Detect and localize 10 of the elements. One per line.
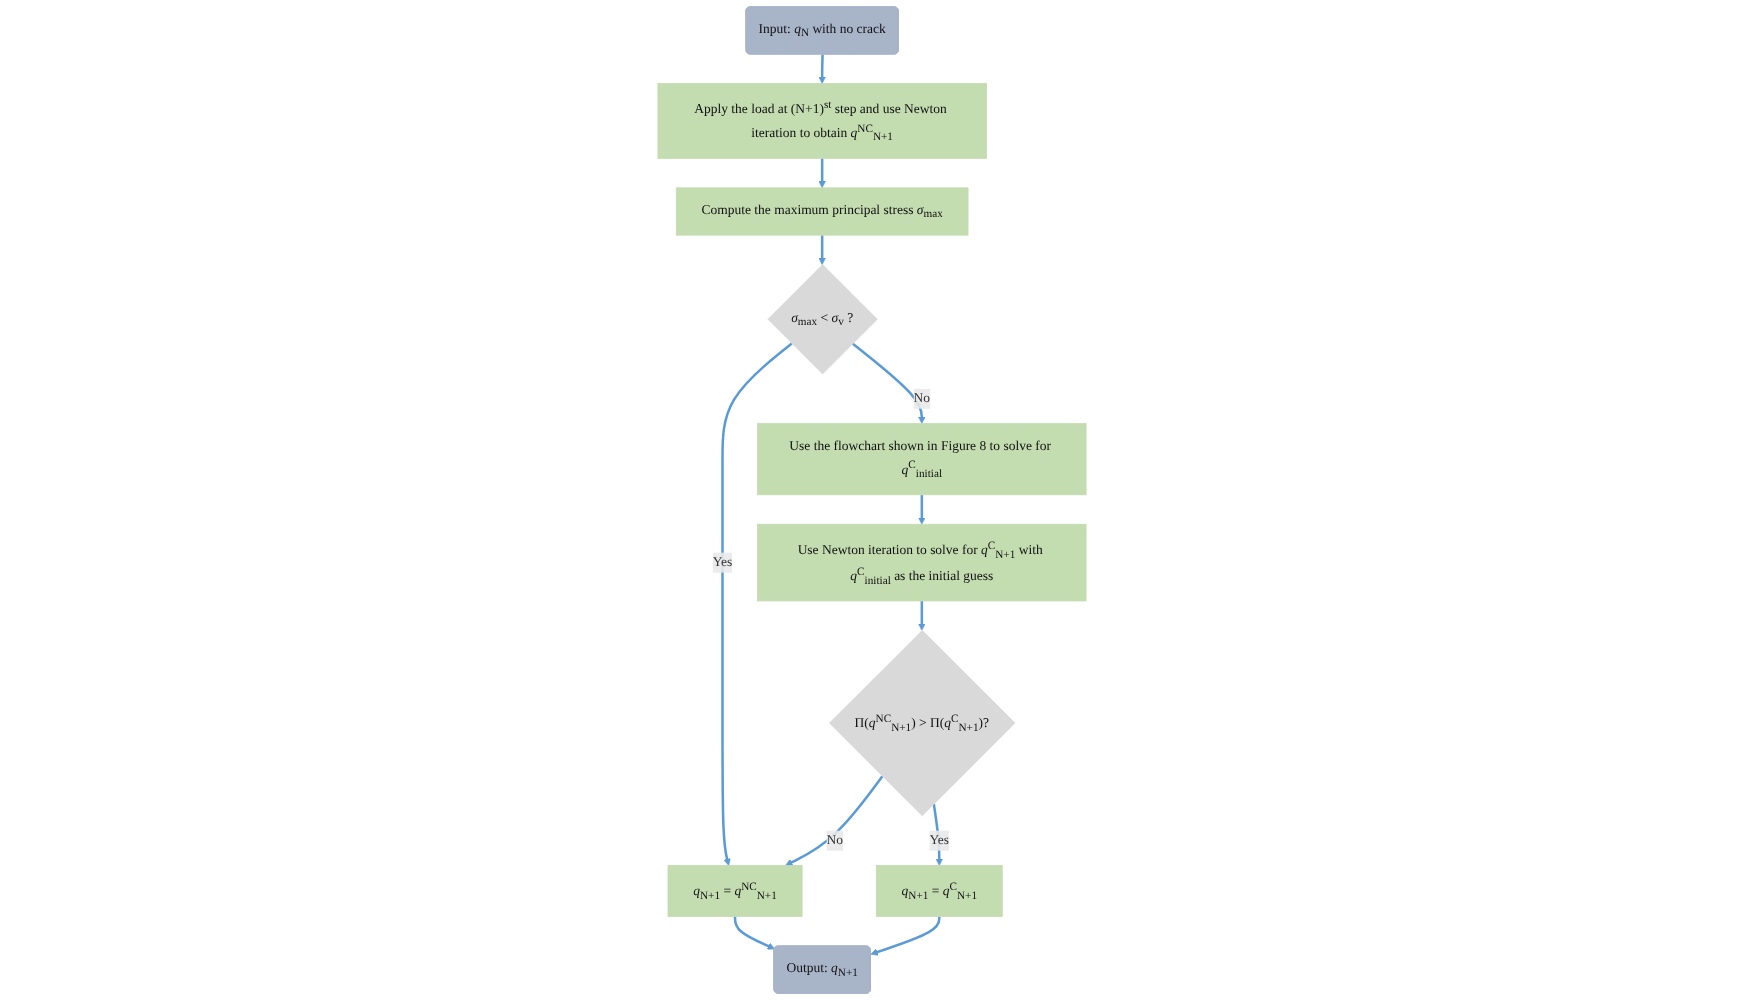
arrow [818,54,826,84]
arrow [818,158,826,189]
arrow [918,600,926,631]
arrow [785,775,884,866]
arrow [918,494,926,525]
arrow [733,916,775,950]
arrow [818,235,826,265]
arrow [851,342,926,424]
arrow [721,342,793,866]
arrow [870,916,941,956]
